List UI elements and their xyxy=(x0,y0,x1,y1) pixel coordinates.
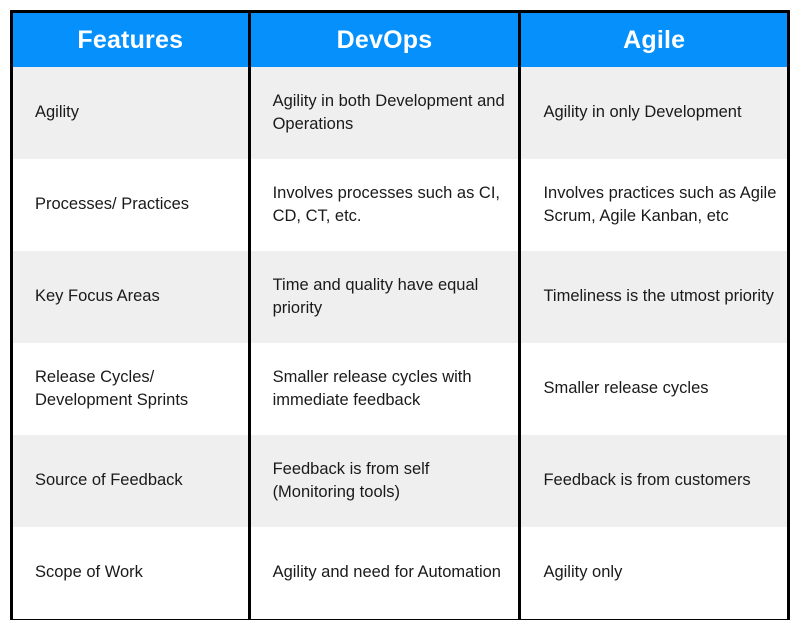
cell-feature: Source of Feedback xyxy=(13,435,250,527)
cell-devops: Smaller release cycles with immediate fe… xyxy=(247,343,520,435)
table-row: Scope of Work Agility and need for Autom… xyxy=(13,527,787,619)
table-header-row: Features DevOps Agile xyxy=(13,13,787,67)
cell-feature: Key Focus Areas xyxy=(13,251,250,343)
cell-agile-text: Feedback is from customers xyxy=(543,471,751,490)
column-header-agile: Agile xyxy=(518,13,787,67)
cell-devops-text: Time and quality have equal priority xyxy=(272,275,479,317)
cell-feature-text: Source of Feedback xyxy=(35,471,183,490)
cell-agile: Agility in only Development xyxy=(518,67,787,159)
cell-feature-text: Release Cycles/ Development Sprints xyxy=(35,367,189,409)
table-row: Source of Feedback Feedback is from self… xyxy=(13,435,787,527)
cell-feature-text: Key Focus Areas xyxy=(35,287,160,306)
cell-devops: Agility and need for Automation xyxy=(247,527,520,619)
comparison-table: Features DevOps Agile Agility Agility in… xyxy=(13,13,787,619)
cell-devops: Agility in both Development and Operatio… xyxy=(247,67,520,159)
table-row: Key Focus Areas Time and quality have eq… xyxy=(13,251,787,343)
cell-devops-text: Involves processes such as CI, CD, CT, e… xyxy=(272,183,500,225)
cell-devops: Time and quality have equal priority xyxy=(247,251,520,343)
cell-devops-text: Agility and need for Automation xyxy=(272,563,501,582)
devops-vs-agile-comparison-table: Features DevOps Agile Agility Agility in… xyxy=(10,10,790,620)
cell-agile: Timeliness is the utmost priority xyxy=(518,251,787,343)
cell-devops-text: Smaller release cycles with immediate fe… xyxy=(272,367,472,409)
cell-devops: Feedback is from self (Monitoring tools) xyxy=(247,435,520,527)
cell-agile: Smaller release cycles xyxy=(518,343,787,435)
cell-devops-text: Agility in both Development and Operatio… xyxy=(272,91,505,133)
cell-feature-text: Scope of Work xyxy=(35,563,143,582)
column-header-devops: DevOps xyxy=(247,13,520,67)
cell-agile: Involves practices such as Agile Scrum, … xyxy=(518,159,787,251)
cell-agile: Agility only xyxy=(518,527,787,619)
cell-agile: Feedback is from customers xyxy=(518,435,787,527)
cell-devops: Involves processes such as CI, CD, CT, e… xyxy=(247,159,520,251)
cell-agile-text: Involves practices such as Agile Scrum, … xyxy=(543,183,777,225)
cell-agile-text: Agility in only Development xyxy=(543,103,742,122)
cell-feature: Release Cycles/ Development Sprints xyxy=(13,343,250,435)
cell-agile-text: Agility only xyxy=(543,563,623,582)
table-body: Agility Agility in both Development and … xyxy=(13,67,787,619)
cell-feature: Processes/ Practices xyxy=(13,159,250,251)
cell-feature: Agility xyxy=(13,67,250,159)
table-row: Agility Agility in both Development and … xyxy=(13,67,787,159)
cell-agile-text: Smaller release cycles xyxy=(543,379,709,398)
table-row: Processes/ Practices Involves processes … xyxy=(13,159,787,251)
cell-feature-text: Agility xyxy=(35,103,80,122)
table-row: Release Cycles/ Development Sprints Smal… xyxy=(13,343,787,435)
cell-agile-text: Timeliness is the utmost priority xyxy=(543,287,774,306)
cell-devops-text: Feedback is from self (Monitoring tools) xyxy=(272,459,430,501)
column-header-features: Features xyxy=(13,13,250,67)
cell-feature: Scope of Work xyxy=(13,527,250,619)
cell-feature-text: Processes/ Practices xyxy=(35,195,190,214)
table-header: Features DevOps Agile xyxy=(13,13,787,67)
